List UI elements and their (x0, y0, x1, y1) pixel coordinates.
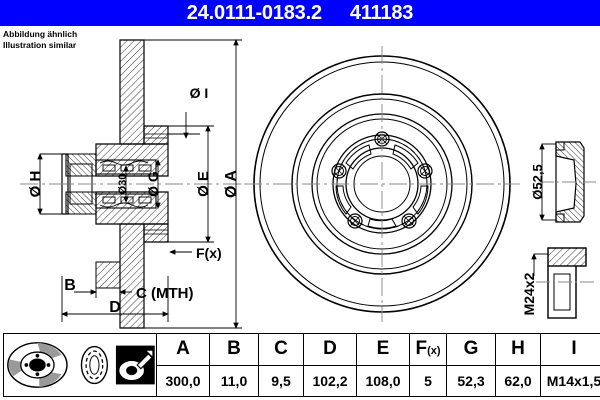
table-value-d: 102,2 (303, 364, 357, 397)
nut-view: M24x2 (521, 247, 596, 319)
label-dimension-b: B (64, 277, 76, 294)
front-view (244, 46, 520, 322)
table-header-i: I (540, 333, 600, 366)
label-diameter-g: Ø G (145, 171, 161, 197)
label-diameter-i: Ø I (190, 85, 209, 101)
table-value-h: 62,0 (495, 364, 541, 397)
table-header-d: D (303, 333, 357, 366)
note-line-en: Illustration similar (3, 40, 77, 50)
table-header-c: C (258, 333, 304, 366)
label-dimension-d: D (109, 299, 121, 316)
table-header-f-letter: F (415, 338, 428, 360)
label-diameter-30: Ø30 (117, 174, 129, 195)
specification-table: A B C D E F(x) G H I 300,0 11,0 9,5 102,… (3, 333, 600, 397)
label-dimension-c: C (MTH) (136, 285, 193, 302)
table-header-a: A (156, 333, 210, 366)
label-diameter-h: Ø H (27, 171, 44, 198)
table-header-b: B (209, 333, 259, 366)
label-thread-m24x2: M24x2 (521, 272, 537, 315)
table-header-row: A B C D E F(x) G H I (3, 333, 600, 397)
label-diameter-a: Ø A (223, 170, 240, 198)
table-value-b: 11,0 (209, 364, 259, 397)
table-header-g: G (446, 333, 496, 366)
table-value-g: 52,3 (446, 364, 496, 397)
label-diameter-52-5: Ø52,5 (530, 164, 545, 199)
table-value-i: M14x1,5 (540, 364, 600, 397)
header-bar: 24.0111-0183.2 411183 (0, 0, 600, 26)
table-value-c: 9,5 (258, 364, 304, 397)
table-value-f: 5 (409, 364, 447, 397)
table-header-f-sub: (x) (427, 345, 441, 358)
label-dimension-fx: F(x) (196, 245, 222, 261)
brake-disc-icon (7, 342, 68, 388)
technical-drawing: Ø H Ø30 Ø G Ø I Ø E Ø A F(x) B C (MTH) D (0, 26, 600, 330)
abs-sensor-ring-icon (116, 345, 156, 385)
illustration-note: Abbildung ähnlich Illustration similar (3, 29, 77, 51)
dimension-lines (37, 39, 242, 329)
product-icons-cell (3, 333, 157, 397)
drawing-svg: Ø H Ø30 Ø G Ø I Ø E Ø A F(x) B C (MTH) D (20, 39, 596, 329)
part-number: 24.0111-0183.2 (186, 2, 322, 24)
label-diameter-e: Ø E (195, 171, 212, 197)
bearing-ring-icon (80, 345, 108, 385)
note-line-de: Abbildung ähnlich (3, 29, 78, 39)
table-header-f: F(x) (409, 333, 447, 366)
table-value-a: 300,0 (156, 364, 210, 397)
table-value-row: 300,0 11,0 9,5 102,2 108,0 5 52,3 62,0 M… (4, 364, 600, 397)
table-header-e: E (356, 333, 410, 366)
cap-view: Ø52,5 (530, 141, 596, 223)
reference-number: 411183 (349, 2, 414, 24)
table-header-h: H (495, 333, 541, 366)
table-value-e: 108,0 (356, 364, 410, 397)
